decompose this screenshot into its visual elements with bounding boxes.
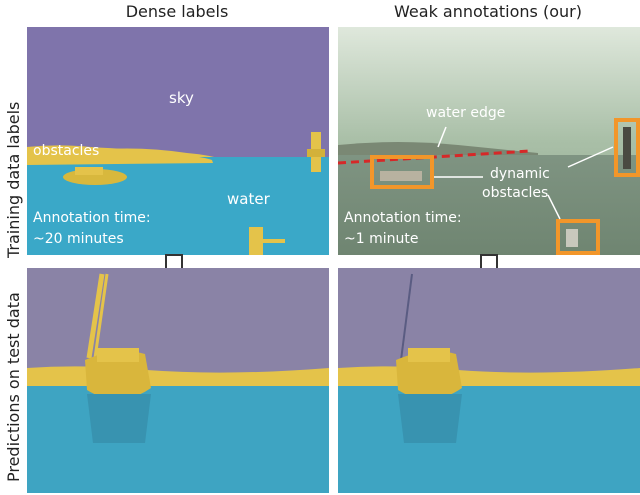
annotation-time-value-dense: ~20 minutes xyxy=(33,231,124,247)
column-title-weak: Weak annotations (our) xyxy=(394,2,582,21)
annotation-time-value-weak: ~1 minute xyxy=(344,231,419,247)
annotation-time-label-dense: Annotation time: xyxy=(33,210,151,226)
weak-prediction-panel xyxy=(338,268,640,493)
row-title-predictions: Predictions on test data xyxy=(4,292,23,482)
dense-prediction-image xyxy=(27,268,329,493)
weak-prediction-image xyxy=(338,268,640,493)
dense-prediction-panel xyxy=(27,268,329,493)
obstacles-label-weak: obstacles xyxy=(482,185,549,201)
annotation-time-label-weak: Annotation time: xyxy=(344,210,462,226)
water-label: water xyxy=(227,190,270,208)
dense-labels-panel: sky obstacles water Annotation time: ~20… xyxy=(27,27,329,255)
sky-label: sky xyxy=(169,89,194,107)
column-title-dense: Dense labels xyxy=(125,2,229,21)
dynamic-label: dynamic xyxy=(490,166,550,182)
weak-annotations-panel: water edge dynamic obstacles Annotation … xyxy=(338,27,640,255)
water-edge-label: water edge xyxy=(426,105,506,121)
dense-labels-image xyxy=(27,27,329,255)
row-title-training: Training data labels xyxy=(4,101,23,258)
weak-annotations-image xyxy=(338,27,640,255)
obstacles-label: obstacles xyxy=(33,143,100,159)
